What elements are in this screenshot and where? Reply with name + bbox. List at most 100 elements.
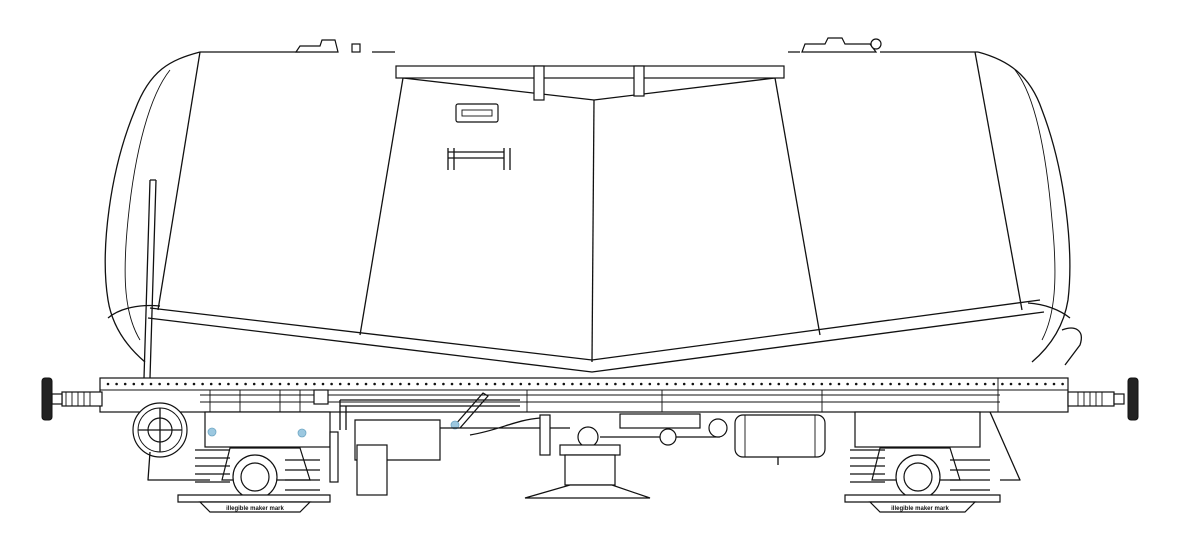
right-end-cap <box>977 51 1071 363</box>
rivet <box>175 382 179 386</box>
rivet <box>459 382 462 386</box>
rivet <box>811 382 815 386</box>
rivet <box>700 382 703 386</box>
rivet <box>192 382 196 386</box>
brake-equipment <box>313 389 728 496</box>
rivet <box>717 382 720 386</box>
rivet <box>915 382 918 386</box>
rivet <box>528 382 531 386</box>
maker-mark-text: illegible maker mark <box>891 506 949 512</box>
rivet <box>786 382 789 386</box>
rivet <box>622 382 626 386</box>
rivet <box>725 382 729 386</box>
rivet <box>820 382 824 386</box>
rivet <box>1044 382 1047 386</box>
rivet <box>227 382 230 386</box>
rivet <box>682 382 686 386</box>
rivet-row <box>106 382 1064 386</box>
rivet <box>115 382 118 386</box>
rivet <box>442 382 445 386</box>
rivet <box>983 382 987 386</box>
rivet <box>141 382 144 386</box>
rivet <box>777 382 781 386</box>
rivet <box>760 382 763 386</box>
rivet <box>605 382 609 386</box>
rivet <box>270 382 273 386</box>
rivet <box>399 382 402 386</box>
rivet <box>450 382 454 386</box>
rivet <box>897 382 901 386</box>
rivet <box>390 382 394 386</box>
rivet <box>356 382 359 386</box>
rivet <box>424 382 428 386</box>
hand-brake-wheel <box>132 402 210 481</box>
rivet <box>106 382 110 386</box>
rivet <box>510 382 514 386</box>
rivet <box>1018 382 1021 386</box>
rivet <box>519 382 523 386</box>
rivet <box>485 382 488 386</box>
right-bogie: illegible maker mark <box>844 411 1021 513</box>
rivet <box>940 382 944 386</box>
rivet <box>364 382 368 386</box>
rivet <box>373 382 376 386</box>
rivet <box>639 382 643 386</box>
tank-body <box>104 51 1082 379</box>
rivet <box>751 382 755 386</box>
rivet <box>1052 382 1056 386</box>
side-ladder <box>143 179 157 379</box>
loading-hatch-walkway <box>294 37 882 170</box>
rivet <box>665 382 669 386</box>
rivet <box>1026 382 1030 386</box>
rivet <box>1035 382 1039 386</box>
rivet <box>889 382 892 386</box>
rivet <box>571 382 574 386</box>
step-bar <box>447 148 511 170</box>
rivet <box>261 382 265 386</box>
rivet <box>829 382 832 386</box>
rivet <box>992 382 996 386</box>
rivet <box>596 382 600 386</box>
rivet <box>313 382 316 386</box>
rivet <box>287 382 290 386</box>
rivet <box>381 382 385 386</box>
rivet <box>966 382 970 386</box>
rivet <box>631 382 634 386</box>
rivet <box>235 382 239 386</box>
left-end-cap <box>104 51 201 363</box>
rivet <box>734 382 738 386</box>
rivet <box>854 382 858 386</box>
rivet <box>201 382 204 386</box>
rivet <box>158 382 161 386</box>
rivet <box>467 382 471 386</box>
rivet <box>476 382 480 386</box>
rivet <box>958 382 961 386</box>
rivet <box>674 382 677 386</box>
rivet <box>545 382 548 386</box>
rivet <box>1009 382 1013 386</box>
rivet <box>648 382 652 386</box>
rivet <box>433 382 437 386</box>
hopper-lower-edge <box>149 299 1041 361</box>
rivet <box>949 382 953 386</box>
rivet <box>708 382 712 386</box>
rivet <box>863 382 867 386</box>
rivet <box>588 382 591 386</box>
rivet <box>794 382 798 386</box>
right-buffer <box>1067 377 1139 421</box>
rivet <box>614 382 617 386</box>
rivet <box>880 382 884 386</box>
rivet <box>579 382 583 386</box>
rivet <box>975 382 978 386</box>
maker-mark-text: illegible maker mark <box>226 506 284 512</box>
grab-handle <box>455 103 499 123</box>
rivet <box>691 382 695 386</box>
rivet <box>338 382 342 386</box>
rivet <box>768 382 772 386</box>
discharge-outlet <box>524 444 651 499</box>
rivet <box>932 382 935 386</box>
rivet <box>330 382 333 386</box>
rivet <box>166 382 170 386</box>
rivet <box>321 382 325 386</box>
underframe <box>99 377 1069 413</box>
